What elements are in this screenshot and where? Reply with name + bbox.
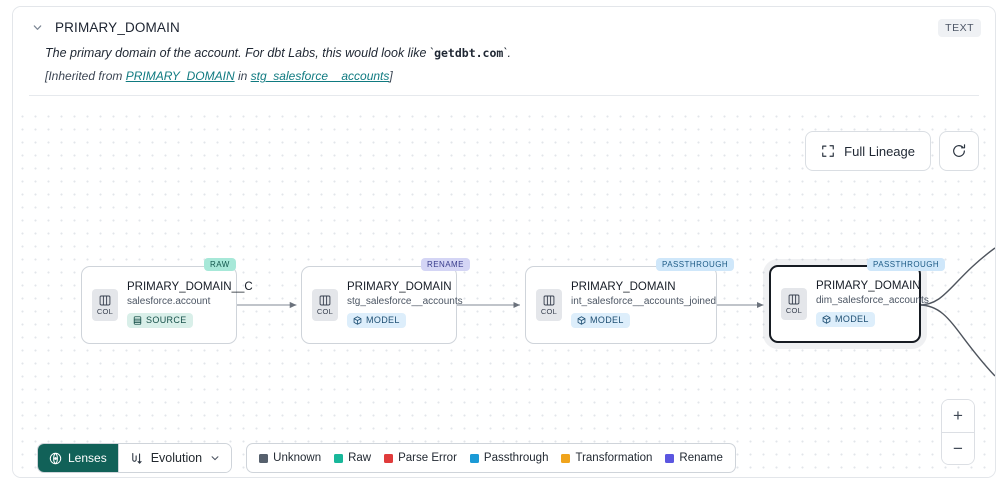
canvas-top-controls: Full Lineage [805, 131, 979, 172]
zoom-controls: + − [941, 399, 975, 466]
cube-icon [353, 315, 362, 325]
page-title: PRIMARY_DOMAIN [55, 19, 180, 35]
legend-swatch [665, 453, 675, 463]
expand-icon [821, 144, 835, 158]
node-kind-label: MODEL [590, 315, 624, 326]
lineage-node-selected[interactable]: PASSTHROUGH COL PRIMARY_DOMAIN dim_sales… [769, 258, 946, 344]
legend-label: Unknown [273, 452, 322, 465]
evolution-dropdown[interactable]: Evolution [117, 444, 232, 473]
node-table-name: salesforce.account [127, 295, 211, 307]
node-column-name: PRIMARY_DOMAIN [347, 280, 452, 293]
status-badge: TEXT [938, 19, 981, 37]
description-code: getdbt.com [434, 46, 504, 60]
lenses-group: Lenses Evolution [37, 443, 233, 474]
legend-item[interactable]: Rename [665, 452, 723, 465]
node-tag: PASSTHROUGH [656, 258, 735, 272]
legend-swatch [259, 453, 269, 463]
legend-item[interactable]: Raw [334, 452, 371, 464]
node-kind-badge: SOURCE [127, 312, 193, 328]
canvas-bottom-toolbar: Lenses Evolution [37, 443, 736, 474]
col-badge-label: COL [540, 306, 558, 316]
col-badge-label: COL [316, 306, 334, 316]
legend-swatch [469, 453, 479, 463]
node-kind-label: SOURCE [146, 315, 187, 326]
node-kind-label: MODEL [366, 315, 400, 326]
chevron-down-icon[interactable] [29, 19, 45, 35]
inherited-model-link[interactable]: stg_salesforce__accounts [250, 69, 390, 84]
inherited-from-note: [Inherited from PRIMARY_DOMAIN in stg_sa… [45, 69, 979, 83]
node-kind-badge: MODEL [571, 312, 630, 328]
column-detail-panel: PRIMARY_DOMAIN TEXT The primary domain o… [12, 6, 996, 478]
node-column-name: PRIMARY_DOMAIN [571, 280, 676, 293]
node-tag: RAW [204, 258, 236, 272]
column-description: The primary domain of the account. For d… [45, 44, 979, 62]
node-table-name: dim_salesforce_accounts [816, 294, 929, 306]
node-tag: PASSTHROUGH [867, 258, 946, 272]
legend-swatch [384, 453, 394, 463]
full-lineage-label: Full Lineage [844, 143, 915, 159]
evolution-label: Evolution [150, 451, 203, 466]
legend-label: Raw [348, 452, 372, 465]
node-column-name: PRIMARY_DOMAIN [816, 279, 921, 292]
description-suffix: `. [503, 46, 511, 60]
lenses-button[interactable]: Lenses [38, 444, 118, 473]
inherited-middle: in [234, 69, 251, 84]
node-kind-badge: MODEL [347, 312, 406, 328]
col-badge-label: COL [785, 305, 803, 315]
lineage-canvas[interactable]: Full Lineage [13, 106, 995, 477]
legend-label: Parse Error [398, 452, 457, 465]
full-lineage-button[interactable]: Full Lineage [805, 131, 931, 172]
node-kind-label: MODEL [835, 314, 869, 325]
lineage-legend: Unknown Raw Parse Error Passthrough Tran… [246, 443, 736, 474]
col-badge-label: COL [96, 306, 114, 316]
database-icon [133, 315, 142, 325]
panel-header: PRIMARY_DOMAIN TEXT The primary domain o… [13, 7, 995, 107]
legend-label: Passthrough [483, 452, 549, 465]
lenses-label: Lenses [68, 451, 107, 466]
lineage-edges [236, 247, 995, 377]
node-column-name: PRIMARY_DOMAIN__C [127, 280, 253, 293]
evolution-icon [130, 452, 143, 465]
chevron-down-icon [210, 453, 220, 463]
legend-item[interactable]: Passthrough [469, 452, 549, 465]
legend-label: Transformation [575, 452, 653, 465]
node-table-name: int_salesforce__accounts_joined [571, 295, 717, 307]
lens-icon [49, 452, 62, 465]
node-tag: RENAME [421, 258, 470, 272]
legend-swatch [561, 453, 571, 463]
node-kind-badge: MODEL [816, 311, 875, 327]
legend-label: Rename [679, 452, 723, 465]
column-icon: COL [536, 289, 562, 322]
legend-swatch [334, 453, 344, 463]
header-divider [29, 95, 979, 97]
legend-item[interactable]: Unknown [259, 452, 321, 464]
column-icon: COL [92, 289, 118, 322]
inherited-column-link[interactable]: PRIMARY_DOMAIN [125, 69, 235, 84]
lineage-node[interactable]: RAW COL PRIMARY_DOMAIN__C salesforce.acc… [81, 258, 253, 345]
node-table-name: stg_salesforce__accounts [347, 295, 463, 307]
column-icon: COL [312, 289, 338, 322]
zoom-in-button[interactable]: + [942, 400, 974, 433]
description-prefix: The primary domain of the account. For d… [45, 46, 435, 60]
cube-icon [822, 314, 831, 324]
cube-icon [577, 315, 586, 325]
legend-item[interactable]: Parse Error [384, 452, 457, 464]
zoom-out-button[interactable]: − [942, 432, 974, 465]
column-icon: COL [781, 288, 807, 321]
lineage-node[interactable]: RENAME COL PRIMARY_DOMAIN stg_salesforce… [301, 258, 470, 345]
inherited-prefix: [Inherited from [45, 69, 126, 84]
legend-item[interactable]: Transformation [561, 452, 652, 464]
refresh-button[interactable] [939, 131, 979, 172]
lineage-node[interactable]: PASSTHROUGH COL PRIMARY_DOMAIN int_sales… [525, 258, 735, 345]
refresh-icon [951, 143, 967, 159]
inherited-suffix: ] [389, 69, 393, 84]
